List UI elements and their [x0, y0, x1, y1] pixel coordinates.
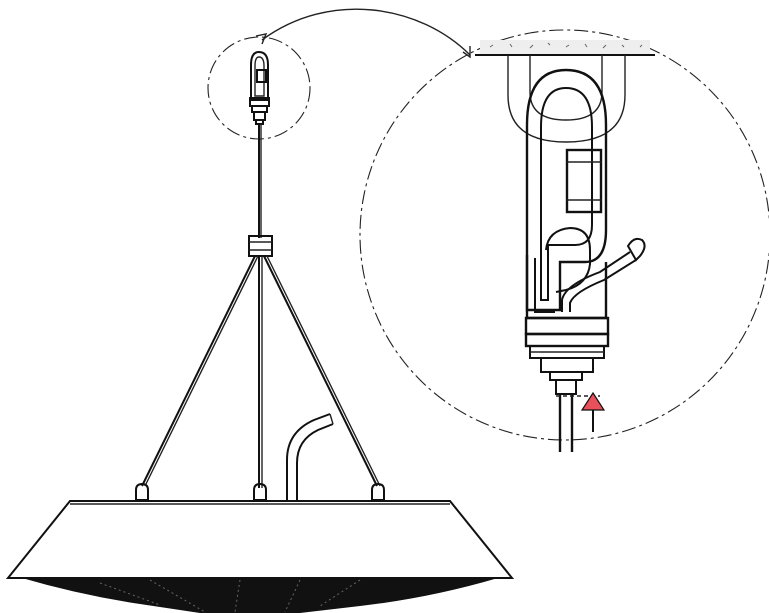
carabiner: [525, 68, 608, 320]
wire-anchor-center: [253, 482, 267, 501]
ceiling-slab: [475, 40, 655, 56]
wire-anchor-right: [371, 482, 385, 501]
cable-gripper: [524, 316, 610, 395]
detail-view-circle: [359, 29, 769, 441]
ceiling-eye-bolt: [507, 55, 626, 143]
suspension-cable: [258, 124, 262, 238]
reflector-bottom: [22, 578, 498, 613]
suspension-wires: [141, 255, 381, 488]
power-cord: [286, 413, 334, 500]
high-bay-luminaire: [5, 500, 515, 613]
wire-anchor-left: [135, 482, 149, 501]
small-carabiner: [249, 50, 270, 125]
leader-arrow: [255, 8, 471, 59]
cable-coupler: [248, 235, 273, 257]
cable-tail: [561, 237, 646, 312]
